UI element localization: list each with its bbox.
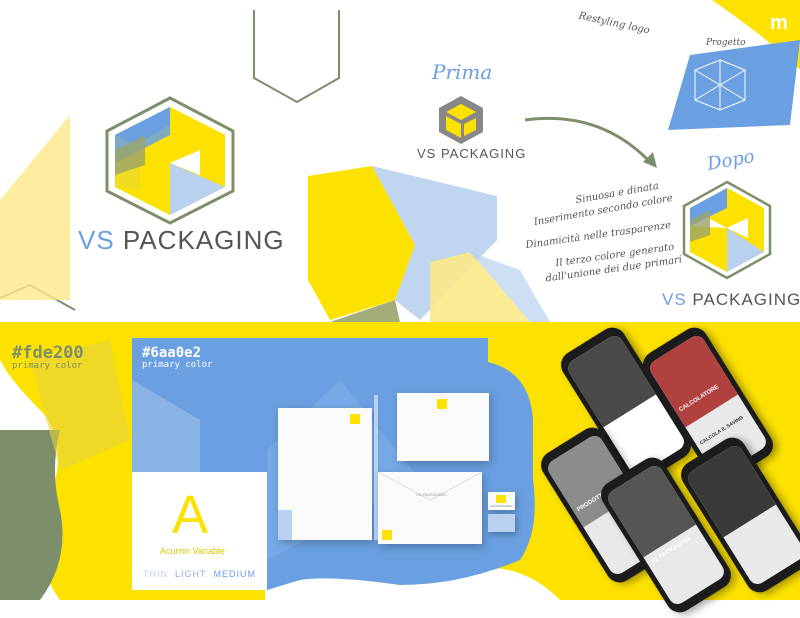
- hexagon-logo-icon: [105, 96, 235, 225]
- logo-main-name: PACKAGING: [122, 225, 285, 255]
- envelope-logo-icon: [382, 530, 392, 540]
- after-initials: VS: [662, 290, 687, 309]
- business-card-front: VS PACKAGING: [488, 492, 515, 510]
- project-label: Progetto: [706, 38, 746, 48]
- notecard-logo-icon: [437, 399, 447, 409]
- m-logo-icon: [762, 9, 794, 41]
- olive-area-left: [0, 430, 63, 600]
- business-card-back: [488, 514, 515, 532]
- envelope-flap-icon: [378, 472, 482, 501]
- shape-olive-center: [330, 300, 400, 322]
- m-logo-letter: m: [770, 12, 788, 34]
- project-parallelogram: [668, 40, 800, 130]
- before-label: Prima: [432, 60, 493, 84]
- shape-yellow-right: [430, 252, 530, 322]
- typography-panel: [132, 472, 267, 590]
- card-text: VS PACKAGING: [490, 504, 513, 508]
- letterhead-logo-icon: [350, 414, 360, 424]
- letterhead-accent: [278, 510, 292, 540]
- weight-thin: THIN: [143, 569, 168, 579]
- before-initials: VS: [417, 146, 437, 161]
- hexagon-outline-top: [253, 10, 340, 104]
- wireframe-logo-icon: [694, 59, 746, 111]
- type-sample-letter: A: [172, 485, 209, 545]
- primary-hex: #fde200: [12, 343, 84, 363]
- card-logo-icon: [496, 495, 506, 503]
- new-logo-icon: [682, 180, 772, 280]
- shape-blue-center: [372, 166, 497, 320]
- wedge-left: [0, 115, 70, 300]
- yellow-shadow: [30, 340, 130, 470]
- envelope-text: VS PACKAGING: [416, 492, 446, 497]
- envelope: VS PACKAGING: [378, 472, 482, 544]
- blue-panel-shade: [132, 380, 200, 472]
- after-name: PACKAGING: [692, 290, 800, 309]
- before-logo-text: VS PACKAGING: [417, 146, 526, 161]
- primary-label: primary color: [12, 361, 83, 371]
- logo-main-initials: VS: [78, 225, 115, 255]
- weight-medium: MEDIUM: [213, 569, 257, 579]
- logo-main-text: VS PACKAGING: [78, 225, 285, 256]
- weight-light: LIGHT: [175, 569, 207, 579]
- arrow-curved-icon: [524, 116, 652, 164]
- font-name: Acumin Variable: [160, 546, 225, 556]
- after-logo-text: VS PACKAGING: [662, 290, 800, 310]
- shape-yellow-center: [308, 166, 415, 320]
- arrow-head-icon: [643, 152, 657, 168]
- folder-edge: [374, 395, 378, 540]
- font-weights: THIN LIGHT MEDIUM: [143, 569, 256, 579]
- shape-blue-right: [470, 252, 550, 322]
- notecard: [397, 393, 489, 461]
- secondary-hex: #6aa0e2: [142, 345, 202, 361]
- before-name: PACKAGING: [440, 146, 527, 161]
- old-logo-icon: [439, 96, 483, 144]
- secondary-label: primary color: [142, 360, 213, 370]
- letterhead: [278, 408, 372, 540]
